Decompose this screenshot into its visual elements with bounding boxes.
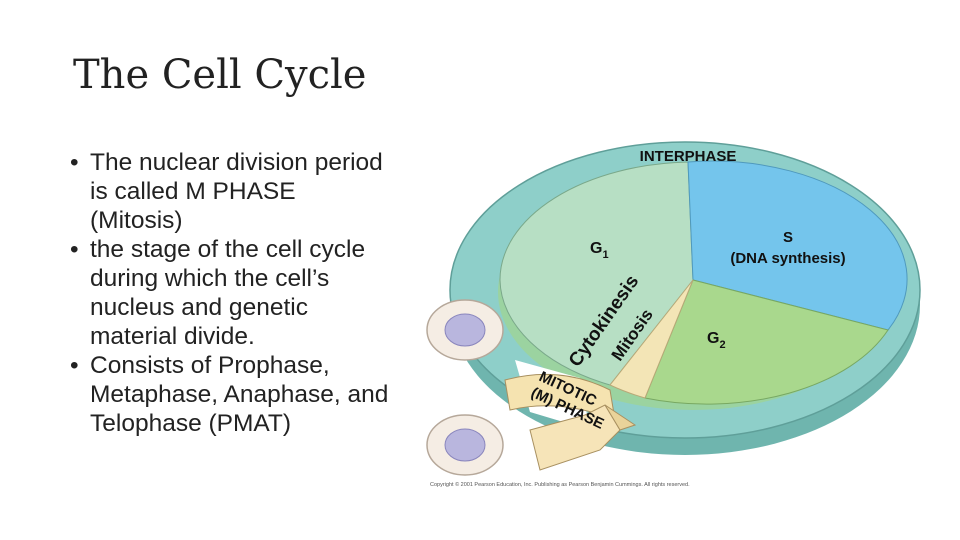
cell-cycle-diagram: INTERPHASE G1 S (DNA synthesis) G2 Cytok… — [426, 141, 921, 488]
g2-label: G2 — [707, 330, 726, 351]
g2-label-text: G — [707, 330, 719, 347]
g2-sector — [644, 279, 889, 405]
bullet-item: The nuclear division period is called M … — [70, 148, 450, 235]
g1-label-sub: 1 — [602, 249, 608, 261]
g2-label-sub: 2 — [719, 339, 725, 351]
bullet-line: (Mitosis) — [90, 207, 183, 234]
mitosis-sector — [609, 279, 694, 399]
bullet-line: nucleus and genetic — [90, 294, 308, 321]
daughter-nucleus — [444, 428, 486, 462]
parent-nucleus — [444, 313, 486, 347]
g1-label: G1 — [590, 240, 609, 261]
bullet-line: Metaphase, Anaphase, and — [90, 381, 389, 408]
bullet-item: Consists of Prophase, Metaphase, Anaphas… — [70, 351, 450, 438]
g1-label-text: G — [590, 240, 602, 257]
bullet-line: during which the cell’s — [90, 265, 330, 292]
g1-sector — [499, 161, 694, 386]
bullet-line: The nuclear division period — [90, 149, 383, 176]
copyright-text: Copyright © 2001 Pearson Education, Inc.… — [430, 481, 690, 488]
interphase-label: INTERPHASE — [640, 148, 737, 165]
bullet-item: the stage of the cell cycle during which… — [70, 235, 450, 351]
bullet-line: Consists of Prophase, — [90, 352, 330, 379]
s-label: S — [783, 229, 793, 246]
slide-title: The Cell Cycle — [73, 52, 367, 98]
s-sector — [687, 160, 908, 331]
s-description: (DNA synthesis) — [730, 250, 845, 267]
bullet-line: Telophase (PMAT) — [90, 410, 292, 437]
bullet-line: is called M PHASE — [90, 178, 296, 205]
bullet-line: material divide. — [90, 323, 255, 350]
mphase-arrow-tip — [604, 404, 637, 431]
bullet-line: the stage of the cell cycle — [90, 236, 366, 263]
bullet-list: The nuclear division period is called M … — [70, 148, 450, 438]
